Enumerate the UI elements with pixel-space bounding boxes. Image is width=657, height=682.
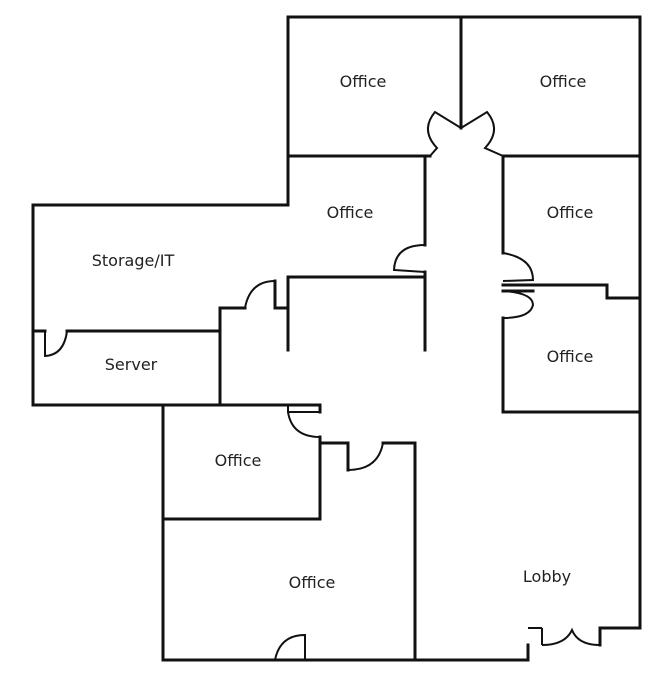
door-small-office[interactable] [287, 405, 321, 438]
wall-small-office-right [161, 435, 322, 521]
door-large-office-bottom[interactable] [274, 633, 306, 661]
room-label-lobby: Lobby [523, 567, 571, 586]
room-label-office-mid-right: Office [547, 203, 594, 222]
wall-large-office-top [318, 441, 350, 472]
wall-right-divider [501, 283, 642, 300]
door-mid-right-office[interactable] [502, 252, 535, 282]
doors [44, 110, 601, 661]
door-lobby-entrance[interactable] [528, 627, 601, 646]
room-label-office-top-left: Office [340, 72, 387, 91]
room-label-office-small-bottom: Office [215, 451, 262, 470]
wall-large-office-top-2 [381, 441, 417, 662]
room-label-office-top-right: Office [540, 72, 587, 91]
wall-step [218, 306, 247, 407]
room-label-office-lower-right: Office [547, 347, 594, 366]
door-lower-right-office[interactable] [502, 290, 535, 319]
door-top-right-office[interactable] [460, 110, 504, 157]
walls [31, 15, 642, 662]
door-top-left-office[interactable] [427, 110, 462, 157]
room-label-office-mid-left: Office [327, 203, 374, 222]
door-mid-left-office[interactable] [392, 244, 426, 273]
door-storage[interactable] [244, 280, 276, 309]
wall-lobby-right [598, 296, 642, 647]
wall-lobby-bottom [161, 643, 530, 662]
room-label-server: Server [105, 355, 158, 374]
door-server[interactable] [44, 330, 68, 358]
door-large-office-top[interactable] [347, 442, 384, 471]
wall-storage-outer [31, 203, 322, 414]
room-label-office-large-bottom: Office [289, 573, 336, 592]
wall-step-2 [273, 279, 290, 310]
room-label-storage-it: Storage/IT [92, 251, 175, 270]
room-labels: Office Office Office Office Office Stora… [92, 72, 594, 592]
